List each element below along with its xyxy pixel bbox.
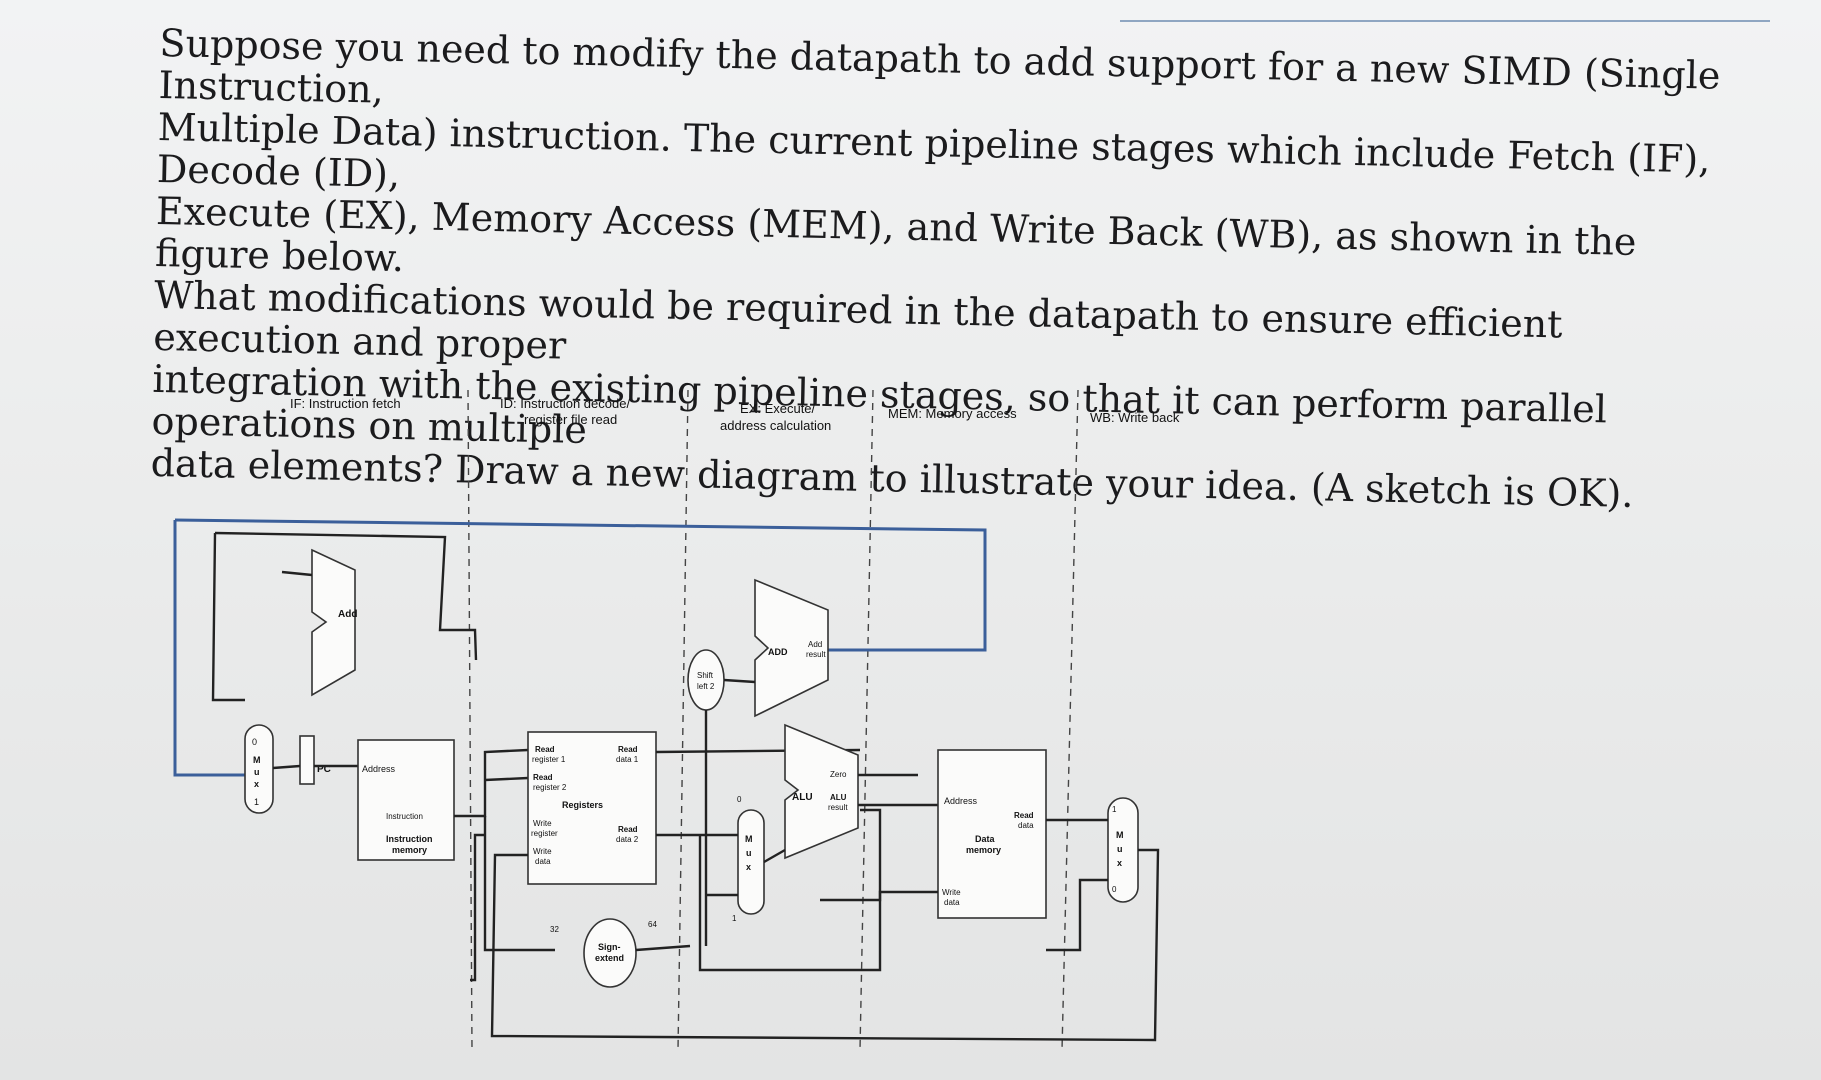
wb-mux-u: u xyxy=(1117,844,1123,854)
mux-to-pc-wire xyxy=(272,764,301,770)
pipeline-datapath-figure: IF: Instruction fetch ID: Instruction de… xyxy=(173,389,1180,1051)
branch-target-wire-down xyxy=(173,520,245,777)
shift-a: Shift xyxy=(697,671,714,680)
add-result-b: result xyxy=(806,650,826,659)
dm-address: Address xyxy=(944,796,978,806)
alu-mux-x: x xyxy=(746,862,751,872)
pc-mux-u: u xyxy=(254,767,260,777)
rf-write-data-a: Write xyxy=(533,847,552,856)
instruction-memory xyxy=(357,739,455,861)
dm-write-a: Write xyxy=(942,888,961,897)
dm-write-b: data xyxy=(944,898,960,907)
rf-read-data2-b: data 2 xyxy=(616,835,639,844)
top-rule xyxy=(1120,20,1770,22)
pc-adder xyxy=(311,548,356,697)
instruction-bus xyxy=(454,748,529,818)
pc-plus-four-wire xyxy=(214,531,478,661)
dm-name-a: Data xyxy=(975,834,996,844)
mux-to-alu-wire xyxy=(763,848,786,864)
separator-id-ex xyxy=(677,389,689,1051)
writeback-wire xyxy=(490,848,1160,1042)
alu-bypass-wire xyxy=(820,808,882,902)
rf-read-reg2-a: Read xyxy=(533,773,553,782)
branch-target-wire xyxy=(174,518,987,652)
separator-if-id xyxy=(467,389,473,1051)
rf-read-reg1-b: register 1 xyxy=(532,755,566,764)
imem-name-2: memory xyxy=(392,845,427,855)
alu-mux-in0: 0 xyxy=(737,795,742,804)
alu-mux-in1: 1 xyxy=(732,914,737,923)
dm-read-b: data xyxy=(1018,821,1034,830)
rf-write-reg-a: Write xyxy=(533,819,552,828)
add-result-a: Add xyxy=(808,640,822,649)
sign-extend xyxy=(583,918,637,988)
stage-label-mem: MEM: Memory access xyxy=(888,406,1017,421)
pc-mux-in0: 0 xyxy=(252,737,257,747)
data-memory xyxy=(937,749,1047,919)
sign-extend-in-bits: 32 xyxy=(550,925,559,934)
rf-read-reg2-b: register 2 xyxy=(533,783,567,792)
alu-mux-u: u xyxy=(746,848,752,858)
pc-mux-in1: 1 xyxy=(254,797,259,807)
pc-label: PC xyxy=(317,764,331,775)
wb-mux-in0: 0 xyxy=(1112,885,1117,894)
alu-result-b: result xyxy=(828,803,848,812)
shift-to-adder-wire xyxy=(723,678,756,684)
alu-to-wb-wire xyxy=(1046,878,1108,952)
rf-read-reg1-a: Read xyxy=(535,745,555,754)
imm-wire xyxy=(483,816,555,952)
pc-mux-m: M xyxy=(253,755,261,765)
pc-mux xyxy=(244,724,274,814)
rf-write-data-b: data xyxy=(535,857,551,866)
alu-zero: Zero xyxy=(830,770,847,779)
dm-read-a: Read xyxy=(1014,811,1034,820)
imem-instruction: Instruction xyxy=(386,812,423,821)
wb-mux-in1: 1 xyxy=(1112,805,1117,814)
sign-extend-b: extend xyxy=(595,953,624,963)
four-input-wire xyxy=(281,570,313,577)
rs2-wire xyxy=(484,776,529,782)
sign-extend-out-bits: 64 xyxy=(648,920,657,929)
shift-b: left 2 xyxy=(697,682,715,691)
rf-write-reg-b: register xyxy=(531,829,558,838)
wb-mux-x: x xyxy=(1117,858,1122,868)
pc-plus-four-to-mux xyxy=(211,532,245,702)
stage-label-id: ID: Instruction decode/ xyxy=(500,396,630,411)
stage-label-ex-sub: address calculation xyxy=(720,418,831,433)
shift-left-2 xyxy=(687,649,725,711)
sign-extend-a: Sign- xyxy=(598,942,621,952)
separator-mem-wb xyxy=(1061,389,1079,1051)
pc-mux-x: x xyxy=(254,779,259,789)
separator-ex-mem xyxy=(859,389,874,1051)
alu xyxy=(784,723,859,860)
rf-read-data2-a: Read xyxy=(618,825,638,834)
register-file xyxy=(527,731,657,885)
pc-adder-label: Add xyxy=(338,609,357,620)
write-data-wire xyxy=(698,890,938,972)
stage-label-ex: EX: Execute/ xyxy=(740,401,816,416)
branch-adder xyxy=(754,578,829,718)
imem-name-1: Instruction xyxy=(386,834,433,844)
alu-result-a: ALU xyxy=(830,793,847,802)
write-register-wire xyxy=(470,833,485,982)
stage-label-id-sub: register file read xyxy=(524,412,617,427)
imem-address: Address xyxy=(362,764,396,774)
alu-label: ALU xyxy=(792,792,813,803)
wb-mux-m: M xyxy=(1116,830,1124,840)
branch-adder-add: ADD xyxy=(768,647,788,657)
stage-label-wb: WB: Write back xyxy=(1090,410,1180,425)
dm-name-b: memory xyxy=(966,845,1001,855)
rf-read-data1-a: Read xyxy=(618,745,638,754)
pc-register xyxy=(299,735,315,785)
stage-label-if: IF: Instruction fetch xyxy=(290,396,401,411)
rf-registers: Registers xyxy=(562,800,603,810)
alu-mux-m: M xyxy=(745,834,753,844)
rf-read-data1-b: data 1 xyxy=(616,755,639,764)
sign-extend-out-wire xyxy=(635,944,691,952)
